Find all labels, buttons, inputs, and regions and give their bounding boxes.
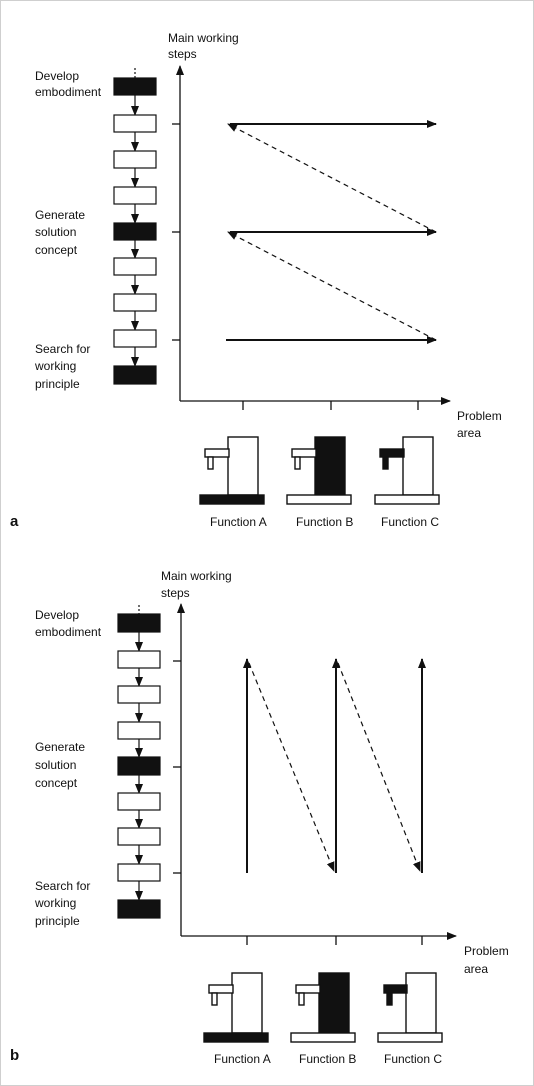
- step-label-search-line2: working: [34, 359, 76, 373]
- x-axis-label-line1: Problem: [457, 409, 502, 423]
- step-label-develop-line2: embodiment: [35, 625, 102, 639]
- panel-b: b Develop embodiment Generate solution c…: [10, 569, 509, 1066]
- machine-icon-function-a: [199, 436, 265, 505]
- y-axis-label-line1: Main working: [168, 31, 239, 45]
- step-label-generate-line1: Generate: [35, 208, 85, 222]
- step-label-generate-line2: solution: [35, 225, 76, 239]
- step-chain: [117, 605, 161, 919]
- panel-a: a Develop embodiment Generate solution c…: [10, 31, 502, 530]
- step-chain: [113, 68, 157, 385]
- step-label-search-line3: principle: [35, 377, 80, 391]
- axes: [172, 65, 451, 410]
- x-axis-label-line2: area: [457, 426, 481, 440]
- step-label-search-line1: Search for: [35, 879, 90, 893]
- function-a-label: Function A: [214, 1052, 271, 1066]
- function-b-label: Function B: [299, 1052, 356, 1066]
- function-c-label: Function C: [381, 515, 439, 529]
- machine-icon-function-b: [290, 972, 356, 1043]
- machine-icon-function-b: [286, 436, 352, 505]
- machine-icon-function-c: [377, 972, 443, 1043]
- step-label-search-line3: principle: [35, 914, 80, 928]
- step-label-develop-line1: Develop: [35, 608, 79, 622]
- x-axis-label-line1: Problem: [464, 944, 509, 958]
- machine-icon-function-a: [203, 972, 269, 1043]
- step-label-develop-line1: Develop: [35, 69, 79, 83]
- step-label-generate-line3: concept: [35, 243, 78, 257]
- step-label-develop-line2: embodiment: [35, 85, 102, 99]
- step-label-generate-line2: solution: [35, 758, 76, 772]
- panel-a-letter: a: [10, 513, 19, 530]
- function-c-label: Function C: [384, 1052, 442, 1066]
- machine-icon-function-c: [374, 436, 440, 505]
- y-axis-label-line2: steps: [161, 586, 190, 600]
- step-label-search-line1: Search for: [35, 342, 90, 356]
- panel-b-letter: b: [10, 1047, 19, 1064]
- axes: [173, 603, 457, 945]
- y-axis-label-line1: Main working: [161, 569, 232, 583]
- y-axis-label-line2: steps: [168, 47, 197, 61]
- step-label-generate-line3: concept: [35, 776, 78, 790]
- x-axis-label-line2: area: [464, 962, 488, 976]
- step-label-search-line2: working: [34, 896, 76, 910]
- step-label-generate-line1: Generate: [35, 740, 85, 754]
- function-b-label: Function B: [296, 515, 353, 529]
- workflow-arrows: [243, 658, 426, 873]
- workflow-arrows: [226, 120, 437, 344]
- function-a-label: Function A: [210, 515, 267, 529]
